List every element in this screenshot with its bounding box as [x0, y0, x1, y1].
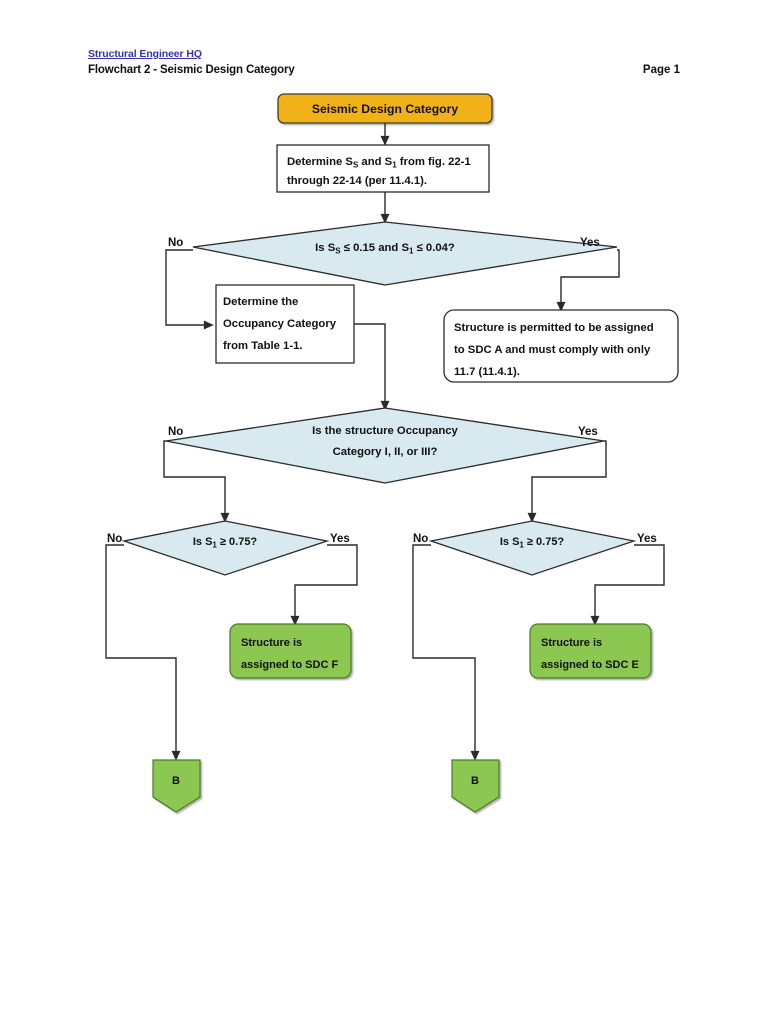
header-title-row: Flowchart 2 - Seismic Design Category Pa… [88, 64, 680, 76]
structural-engineer-hq-link[interactable]: Structural Engineer HQ [88, 48, 202, 60]
sdc-a-box-shape [443, 309, 679, 383]
determine-ss-line2: through 22-14 (per 11.4.1). [287, 175, 427, 187]
occupancy-box-shape [215, 284, 355, 364]
node-sdc-a-result[interactable]: Structure is permitted to be assigned to… [443, 309, 679, 383]
sdc-f-box-shape [229, 623, 352, 679]
decision1-diamond-shape [192, 221, 618, 286]
edge-decision3-right-yes [590, 544, 665, 626]
decision3-right-no-label: No [413, 533, 428, 545]
edge-decision1-yes [556, 249, 620, 312]
decision1-label: Is SS ≤ 0.15 and S1 ≤ 0.04? [315, 242, 455, 256]
decision2-no-label: No [168, 426, 183, 438]
node-decision-occupancy-class[interactable]: Is the structure Occupancy Category I, I… [165, 407, 605, 484]
decision1-yes-label: Yes [580, 237, 600, 249]
node-decision-s1-right[interactable]: Is S1 ≥ 0.75? [428, 520, 637, 576]
sdc-e-line1: Structure is [541, 637, 602, 649]
decision2-line1: Is the structure Occupancy [312, 425, 458, 437]
page-number: Page 1 [642, 64, 680, 76]
node-decision-s1-left[interactable]: Is S1 ≥ 0.75? [121, 520, 330, 576]
sdc-a-line3: 11.7 (11.4.1). [454, 366, 520, 378]
decision1-no-label: No [168, 237, 183, 249]
occupancy-line3: from Table 1-1. [223, 340, 303, 352]
edge-occupancy-to-decision2 [354, 323, 390, 411]
title-box-label: Seismic Design Category [312, 102, 459, 116]
decision2-yes-label: Yes [578, 426, 598, 438]
decision2-line2: Category I, II, or III? [333, 446, 438, 458]
decision3-right-yes-label: Yes [637, 533, 657, 545]
sdc-e-line2: assigned to SDC E [541, 659, 639, 671]
edge-decision1-no [165, 249, 214, 330]
node-title[interactable]: Seismic Design Category [277, 93, 493, 124]
page-title: Flowchart 2 - Seismic Design Category [88, 64, 295, 76]
decision3-right-diamond-shape [428, 520, 637, 576]
node-sdc-e-result[interactable]: Structure is assigned to SDC E [529, 623, 652, 679]
node-occupancy-category[interactable]: Determine the Occupancy Category from Ta… [215, 284, 355, 364]
node-connector-b-left[interactable]: B [152, 759, 201, 813]
decision3-left-no-label: No [107, 533, 122, 545]
edge-decision3-left-yes [290, 544, 358, 626]
decision3-left-label: Is S1 ≥ 0.75? [193, 536, 258, 550]
connector-b-right-label: B [471, 775, 479, 787]
determine-ss-box-shape [276, 144, 490, 193]
edge-decision2-yes [527, 440, 607, 523]
decision3-left-diamond-shape [121, 520, 330, 576]
sdc-f-line2: assigned to SDC F [241, 659, 338, 671]
occupancy-line1: Determine the [223, 296, 298, 308]
sdc-a-line1: Structure is permitted to be assigned [454, 322, 654, 334]
node-connector-b-right[interactable]: B [451, 759, 500, 813]
sdc-f-line1: Structure is [241, 637, 302, 649]
decision3-right-label: Is S1 ≥ 0.75? [500, 536, 565, 550]
occupancy-line2: Occupancy Category [223, 318, 337, 330]
determine-ss-line1: Determine SS and S1 from fig. 22-1 [287, 156, 471, 170]
connector-b-left-shape [152, 759, 201, 813]
sdc-a-line2: to SDC A and must comply with only [454, 344, 651, 356]
node-determine-ss-s1[interactable]: Determine SS and S1 from fig. 22-1 throu… [276, 144, 490, 193]
node-decision-ss-015[interactable]: Is SS ≤ 0.15 and S1 ≤ 0.04? [192, 221, 618, 286]
connector-b-right-shape [451, 759, 500, 813]
node-sdc-f-result[interactable]: Structure is assigned to SDC F [229, 623, 352, 679]
edge-decision2-no [163, 440, 230, 523]
page-header: Structural Engineer HQ Flowchart 2 - Sei… [88, 44, 680, 76]
edge-decision3-left-no [105, 544, 181, 761]
decision2-diamond-shape [165, 407, 605, 484]
edge-decision3-right-no [412, 544, 480, 761]
connector-b-left-label: B [172, 775, 180, 787]
decision3-left-yes-label: Yes [330, 533, 350, 545]
sdc-e-box-shape [529, 623, 652, 679]
